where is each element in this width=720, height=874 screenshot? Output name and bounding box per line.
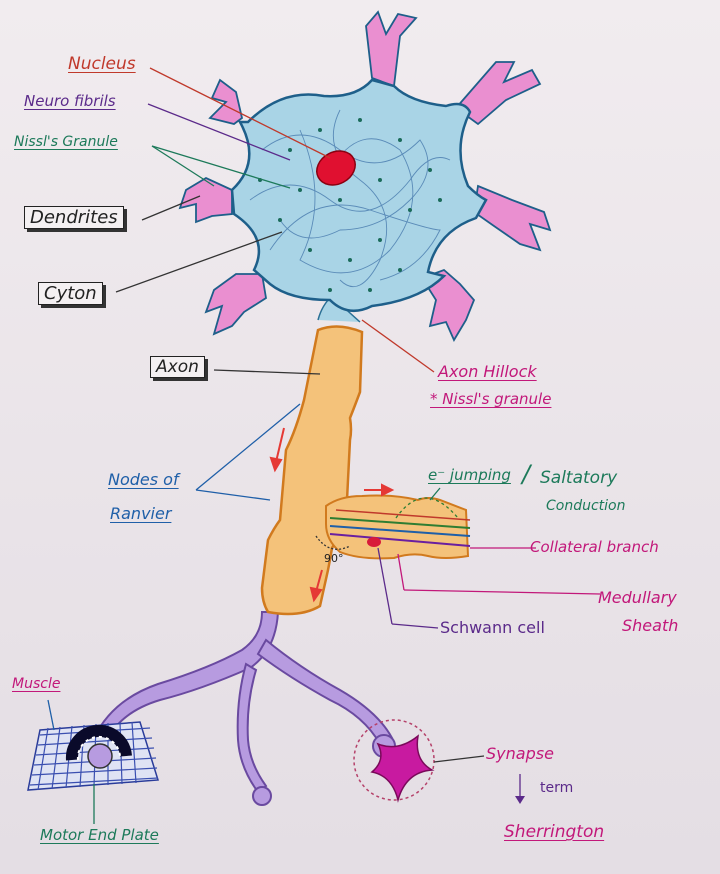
label-saltatory: Saltatory (540, 468, 617, 488)
axon-myelin (262, 326, 362, 614)
label-nissl-granule-note: * Nissl's granule (430, 390, 551, 408)
label-axon-hillock: Axon Hillock (438, 362, 537, 381)
label-angle: 90° (324, 552, 344, 565)
label-medullary: Medullary (598, 588, 677, 607)
label-nodes-of-ranvier-1: Nodes of (108, 470, 179, 489)
label-dendrites: Dendrites (24, 206, 124, 229)
label-conduction: Conduction (546, 498, 626, 514)
label-axon: Axon (150, 356, 205, 378)
label-synapse: Synapse (486, 744, 554, 763)
label-sheath: Sheath (622, 616, 678, 635)
label-nodes-of-ranvier-2: Ranvier (110, 504, 171, 523)
label-nissl-granule: Nissl's Granule (14, 134, 118, 150)
terminal-knob (253, 787, 271, 805)
label-e-jumping: e⁻ jumping (428, 466, 511, 484)
label-motor-end-plate: Motor End Plate (40, 826, 159, 844)
label-slash: / (522, 460, 530, 488)
synapse-cleft (372, 736, 432, 800)
label-cyton: Cyton (38, 282, 103, 305)
label-collateral-branch: Collateral branch (530, 538, 659, 556)
label-schwann-cell: Schwann cell (440, 618, 545, 637)
label-muscle: Muscle (12, 676, 60, 692)
label-nucleus: Nucleus (68, 54, 136, 74)
label-neuro-fibrils: Neuro fibrils (24, 92, 116, 110)
label-term: term (540, 780, 573, 796)
collateral-branch (316, 496, 470, 559)
label-sherrington: Sherrington (504, 822, 604, 842)
schwann-nucleus (367, 537, 381, 547)
